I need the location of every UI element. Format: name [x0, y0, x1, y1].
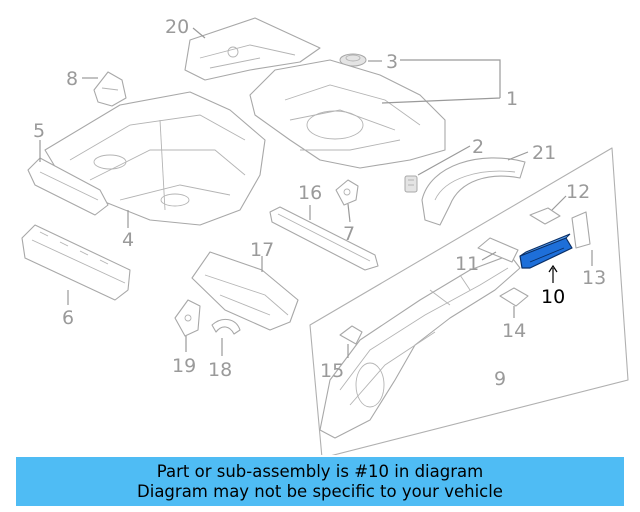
part-8-bracket[interactable] [93, 71, 127, 107]
part-7-bracket[interactable] [335, 179, 359, 206]
callout-11: 11 [455, 253, 479, 275]
leader-11 [481, 251, 497, 261]
part-9-assembly-panel[interactable] [309, 147, 629, 455]
callout-15: 15 [320, 360, 344, 382]
banner-line-1: Part or sub-assembly is #10 in diagram [156, 461, 484, 481]
leader-1 [381, 59, 501, 104]
leader-21 [507, 151, 529, 161]
part-6-rocker[interactable] [21, 224, 131, 301]
callout-2: 2 [472, 136, 484, 158]
callout-7: 7 [343, 223, 355, 245]
part-3-plug[interactable] [339, 53, 367, 67]
callout-9: 9 [494, 368, 506, 390]
callout-19: 19 [172, 355, 196, 377]
part-1-rear-floor-pan[interactable] [249, 59, 446, 169]
leader-2 [417, 145, 471, 176]
callout-3: 3 [386, 51, 398, 73]
callout-20: 20 [165, 16, 189, 38]
callout-17: 17 [250, 239, 274, 261]
banner-line-2: Diagram may not be specific to your vehi… [137, 481, 503, 501]
callout-5: 5 [33, 120, 45, 142]
parts-diagram: 20 3 1 2 21 8 5 4 6 16 7 17 19 18 11 12 … [21, 16, 629, 455]
part-2-bolt[interactable] [404, 175, 418, 193]
callout-16: 16 [298, 182, 322, 204]
part-21-wheelhouse[interactable] [421, 157, 526, 226]
leader-12 [551, 195, 567, 211]
part-20-panel[interactable] [184, 17, 321, 81]
leader-10 [548, 264, 558, 283]
part-10-highlighted[interactable] [519, 233, 573, 269]
callout-1: 1 [506, 88, 518, 110]
callout-6: 6 [62, 307, 74, 329]
callout-21: 21 [532, 142, 556, 164]
callout-8: 8 [66, 68, 78, 90]
leader-7 [347, 203, 351, 223]
part-19-bracket[interactable] [174, 299, 201, 337]
callout-13: 13 [582, 267, 606, 289]
callout-14: 14 [502, 320, 526, 342]
part-16-rail[interactable] [269, 206, 379, 271]
leader-20 [192, 27, 206, 39]
callout-10: 10 [541, 286, 565, 308]
callout-12: 12 [566, 181, 590, 203]
info-banner: Part or sub-assembly is #10 in diagram D… [16, 457, 624, 506]
part-17-panel[interactable] [191, 251, 299, 331]
callout-4: 4 [122, 229, 134, 251]
part-18-clip[interactable] [211, 318, 241, 335]
callout-18: 18 [208, 359, 232, 381]
